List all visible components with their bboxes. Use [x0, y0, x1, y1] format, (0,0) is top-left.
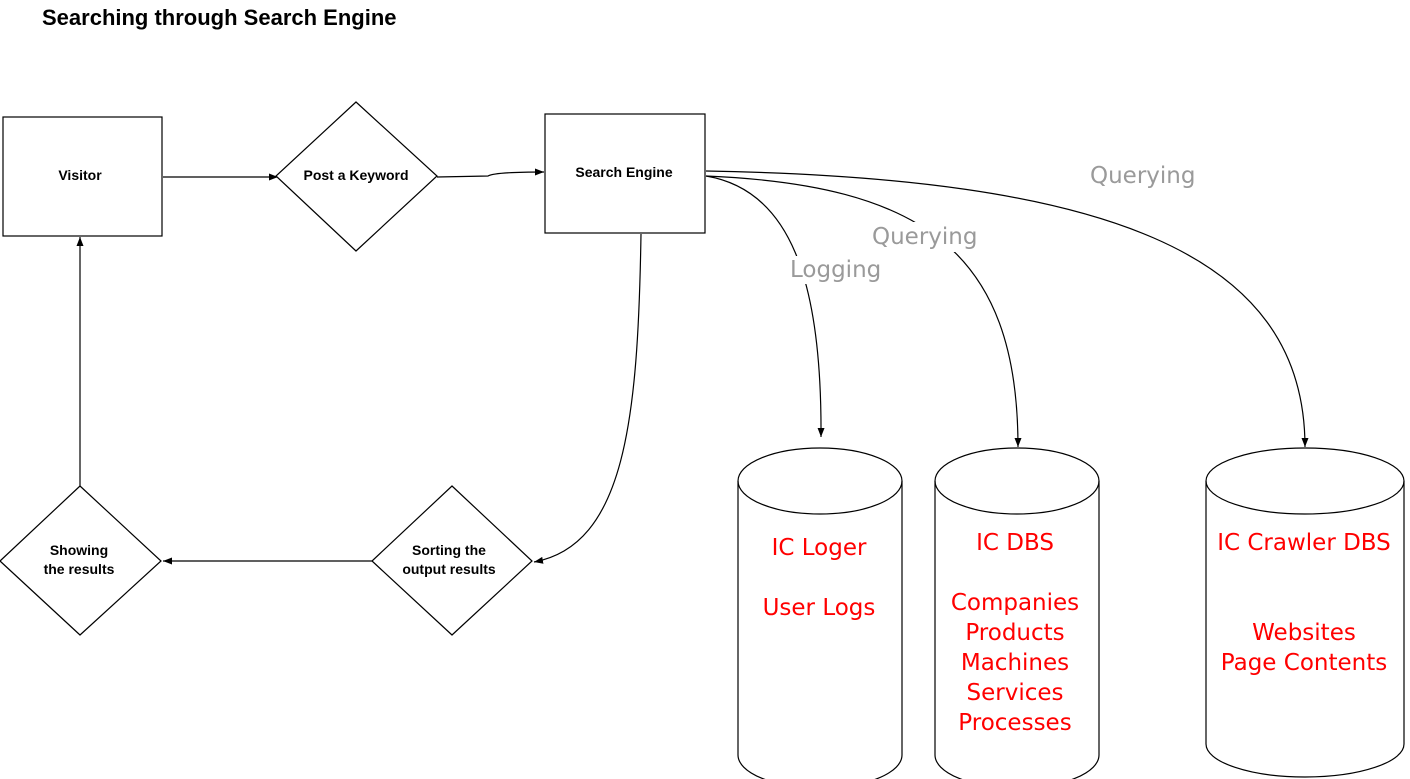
post-keyword-label: Post a Keyword — [303, 167, 408, 183]
edge-label-querying-dbs: Querying — [872, 224, 977, 250]
edge-label-querying-crawler: Querying — [1090, 163, 1195, 189]
diagram-title: Searching through Search Engine — [42, 5, 397, 30]
edge-engine-to-dbs — [705, 175, 1022, 448]
edge-keyword-to-engine — [436, 168, 545, 178]
db-crawler-item: Page Contents — [1221, 650, 1387, 676]
db-dbs-item: Machines — [961, 650, 1069, 676]
db-loger-item: User Logs — [763, 595, 876, 621]
db-ic-loger: IC Loger User Logs — [737, 447, 903, 779]
showing-label-line-1: Showing — [50, 542, 108, 558]
search-engine-label: Search Engine — [575, 164, 672, 180]
db-dbs-item: Companies — [951, 590, 1079, 616]
db-dbs-item: Products — [965, 620, 1064, 646]
visitor-label: Visitor — [58, 167, 102, 183]
db-crawler-name: IC Crawler DBS — [1217, 530, 1391, 556]
db-dbs-name: IC DBS — [976, 530, 1054, 556]
edge-engine-to-crawler — [705, 170, 1309, 448]
db-dbs-item: Services — [967, 680, 1064, 706]
edge-engine-to-sorting — [533, 233, 642, 564]
sorting-node: Sorting the output results — [371, 485, 533, 636]
db-ic-dbs: IC DBS Companies Products Machines Servi… — [934, 447, 1100, 779]
edge-label-logging: Logging — [790, 257, 881, 283]
edge-engine-to-loger — [705, 175, 825, 438]
showing-label-line-2: the results — [44, 561, 115, 577]
db-dbs-item: Processes — [958, 710, 1071, 736]
db-ic-crawler: IC Crawler DBS Websites Page Contents — [1205, 447, 1405, 778]
sorting-label-line-2: output results — [402, 561, 496, 577]
visitor-node: Visitor — [2, 116, 163, 237]
search-engine-node: Search Engine — [544, 113, 706, 234]
post-keyword-node: Post a Keyword — [275, 101, 438, 252]
showing-node: Showing the results — [0, 485, 162, 636]
sorting-label-line-1: Sorting the — [412, 542, 486, 558]
db-crawler-item: Websites — [1252, 620, 1356, 646]
db-loger-name: IC Loger — [772, 535, 867, 561]
